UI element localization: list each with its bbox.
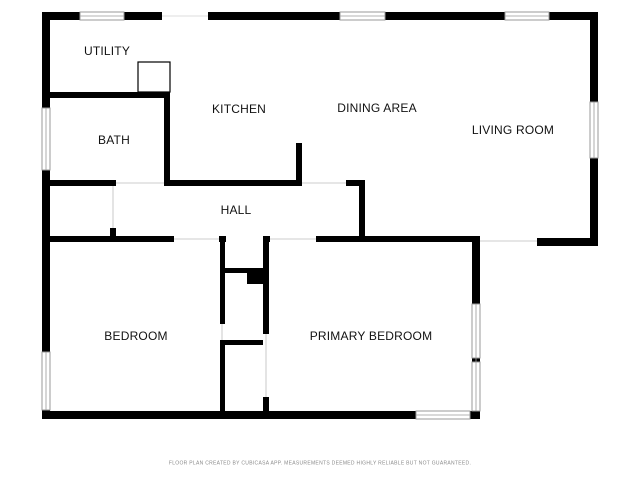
wall-hall-stub xyxy=(110,228,116,242)
utility-box xyxy=(137,61,171,93)
wall-top-3 xyxy=(208,12,340,20)
wall-left-2 xyxy=(42,170,50,352)
wall-hall-top-right xyxy=(346,180,365,186)
wall-closet-post-1 xyxy=(219,236,226,242)
wall-utility-bottom xyxy=(50,92,170,98)
label-living-room: LIVING ROOM xyxy=(472,123,554,137)
walls xyxy=(42,12,598,419)
footer-disclaimer: FLOOR PLAN CREATED BY CUBICASA APP. MEAS… xyxy=(169,460,471,466)
wall-top-5 xyxy=(549,12,598,20)
wall-primary-right-1 xyxy=(472,238,480,304)
wall-closet-right-2 xyxy=(263,397,269,415)
wall-closet-divider-1 xyxy=(225,268,263,273)
wall-right-bottom xyxy=(537,238,598,246)
wall-bath-bottom xyxy=(50,180,116,186)
door-openings xyxy=(112,182,537,397)
label-primary-bedroom: PRIMARY BEDROOM xyxy=(310,329,433,343)
label-bath: BATH xyxy=(98,133,130,147)
wall-closet-left-1 xyxy=(220,242,225,324)
wall-top-4 xyxy=(385,12,505,20)
wall-kitchen-bottom xyxy=(164,180,300,186)
wall-right-2 xyxy=(590,158,598,246)
wall-left-1 xyxy=(42,12,50,108)
label-kitchen: KITCHEN xyxy=(212,102,266,116)
wall-kitchen-stub xyxy=(296,143,302,186)
closet-duct xyxy=(247,268,263,284)
windows xyxy=(41,11,599,420)
label-utility: UTILITY xyxy=(84,44,130,58)
wall-closet-left-2 xyxy=(220,340,225,415)
wall-closet-divider-2 xyxy=(225,340,263,345)
wall-right-1 xyxy=(590,12,598,102)
wall-top-1 xyxy=(42,12,80,20)
wall-closet-right-1 xyxy=(263,242,269,334)
wall-kitchen-left xyxy=(164,92,170,186)
wall-top-2 xyxy=(124,12,162,20)
label-dining-area: DINING AREA xyxy=(337,101,417,115)
wall-bottom-1 xyxy=(42,411,416,419)
wall-bottom-2 xyxy=(470,411,480,419)
window-mullions xyxy=(45,15,595,416)
label-bedroom: BEDROOM xyxy=(104,329,167,343)
wall-hall-right xyxy=(359,180,365,242)
wall-hall-bottom-2 xyxy=(316,236,480,242)
label-hall: HALL xyxy=(221,203,252,217)
wall-closet-post-2 xyxy=(263,236,270,242)
